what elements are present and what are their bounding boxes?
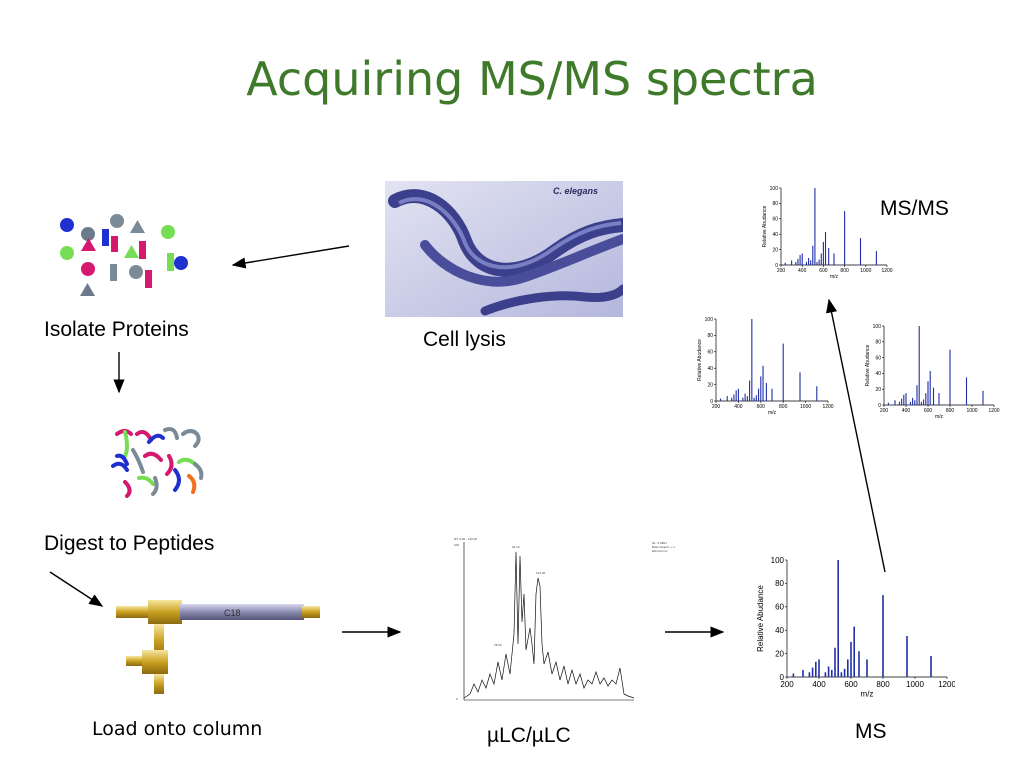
x-tick-label: 1000	[966, 408, 977, 414]
x-tick-label: 200	[712, 404, 721, 410]
x-tick-label: 600	[924, 408, 933, 414]
y-tick-label: 40	[707, 366, 713, 372]
y-tick-label: 20	[875, 387, 881, 393]
x-tick-label: 600	[757, 404, 766, 410]
lc-chromatogram: RT: 0.00 - 120.00 NL: 4.39E7 Base Peak F…	[454, 537, 675, 701]
x-tick-label: 1200	[938, 680, 955, 689]
proteins-illustration	[60, 214, 188, 296]
svg-text:94.10: 94.10	[512, 545, 520, 549]
ms-spectrum: 0 20 40 60 80 100 200 400 600 800 1000 1200 m/z Relat…	[756, 556, 955, 699]
x-tick-label: 200	[780, 680, 794, 689]
svg-text:100: 100	[454, 543, 459, 547]
x-axis-label: m/z	[830, 274, 839, 280]
y-tick-label: 80	[707, 333, 713, 339]
y-tick-label: 100	[873, 324, 882, 330]
svg-text:ESI Full ms: ESI Full ms	[652, 549, 668, 553]
msms-spectrum-left: 0 20 40 60 80 100 200 400 600 800 1000 1200 m/z Relat…	[697, 317, 834, 416]
y-tick-label: 0	[878, 403, 881, 409]
x-tick-label: 1200	[881, 268, 892, 274]
x-tick-label: 800	[876, 680, 890, 689]
svg-text:NL: 4.39E7: NL: 4.39E7	[652, 541, 667, 545]
y-tick-label: 60	[775, 603, 784, 612]
y-tick-label: 20	[707, 382, 713, 388]
x-axis-label: m/z	[861, 690, 874, 699]
slide-title: Acquiring MS/MS spectra	[246, 52, 818, 106]
x-tick-label: 600	[819, 268, 828, 274]
arrow-ms-to-msms	[826, 298, 886, 573]
x-tick-label: 800	[840, 268, 849, 274]
y-tick-label: 100	[705, 317, 714, 323]
x-tick-label: 1000	[860, 268, 871, 274]
y-tick-label: 40	[775, 626, 784, 635]
y-axis-label: Relative Abudance	[697, 339, 703, 381]
label-ms-ms: MS/MS	[880, 197, 949, 220]
x-tick-label: 600	[844, 680, 858, 689]
msms-spectrum-top: 0 20 40 60 80 100 200 400 600 800 1000 1200 m/z Relat…	[762, 186, 893, 280]
y-tick-label: 0	[710, 399, 713, 405]
arrow-peptides-to-column	[49, 571, 104, 607]
x-tick-label: 800	[946, 408, 955, 414]
x-tick-label: 1200	[988, 408, 999, 414]
y-axis-label: Relative Abudance	[756, 585, 765, 652]
x-axis-label: m/z	[768, 410, 777, 416]
label-digest-to-peptides: Digest to Peptides	[44, 532, 215, 555]
c-elegans-micrograph: C. elegans	[385, 181, 623, 317]
peptides-illustration	[111, 427, 204, 498]
y-axis-label: Relative Abudance	[865, 344, 871, 386]
svg-text:0: 0	[456, 697, 458, 701]
label-ms: MS	[855, 720, 887, 743]
y-tick-label: 80	[772, 201, 778, 207]
x-axis-label: m/z	[935, 414, 944, 420]
x-tick-label: 400	[812, 680, 826, 689]
y-tick-label: 40	[772, 232, 778, 238]
svg-text:Base Peak F: + c: Base Peak F: + c	[652, 545, 675, 549]
x-tick-label: 800	[779, 404, 788, 410]
x-tick-label: 200	[880, 408, 889, 414]
y-tick-label: 100	[770, 186, 779, 192]
msms-spectrum-right: 0 20 40 60 80 100 200 400 600 800 1000 1200 m/z Relat…	[865, 324, 1000, 420]
y-tick-label: 60	[875, 355, 881, 361]
x-tick-label: 1000	[800, 404, 811, 410]
label-cell-lysis: Cell lysis	[423, 328, 506, 351]
label-lc-lc: µLC/µLC	[487, 724, 571, 747]
y-tick-label: 0	[780, 673, 785, 682]
y-tick-label: 100	[771, 556, 785, 565]
y-tick-label: 0	[775, 263, 778, 269]
y-tick-label: 40	[875, 371, 881, 377]
svg-text:RT: 0.00 - 120.00: RT: 0.00 - 120.00	[454, 537, 477, 541]
label-load-onto-column: Load onto column	[92, 718, 263, 740]
x-tick-label: 1000	[906, 680, 924, 689]
y-tick-label: 20	[772, 247, 778, 253]
svg-text:102.45: 102.45	[536, 571, 546, 575]
arrow-cell-to-proteins	[231, 245, 350, 269]
y-axis-label: Relative Abudance	[762, 205, 768, 247]
x-tick-label: 400	[902, 408, 911, 414]
y-tick-label: 60	[772, 217, 778, 223]
y-tick-label: 80	[775, 579, 784, 588]
y-tick-label: 60	[707, 350, 713, 356]
y-tick-label: 80	[875, 340, 881, 346]
y-tick-label: 20	[775, 649, 784, 658]
x-tick-label: 400	[798, 268, 807, 274]
x-tick-label: 400	[734, 404, 743, 410]
x-tick-label: 1200	[822, 404, 833, 410]
column-label: C18	[224, 608, 241, 618]
label-isolate-proteins: Isolate Proteins	[44, 318, 189, 341]
x-tick-label: 200	[777, 268, 786, 274]
svg-text:78.93: 78.93	[494, 643, 502, 647]
c18-column-illustration: C18	[116, 600, 320, 694]
micrograph-caption: C. elegans	[553, 186, 598, 196]
